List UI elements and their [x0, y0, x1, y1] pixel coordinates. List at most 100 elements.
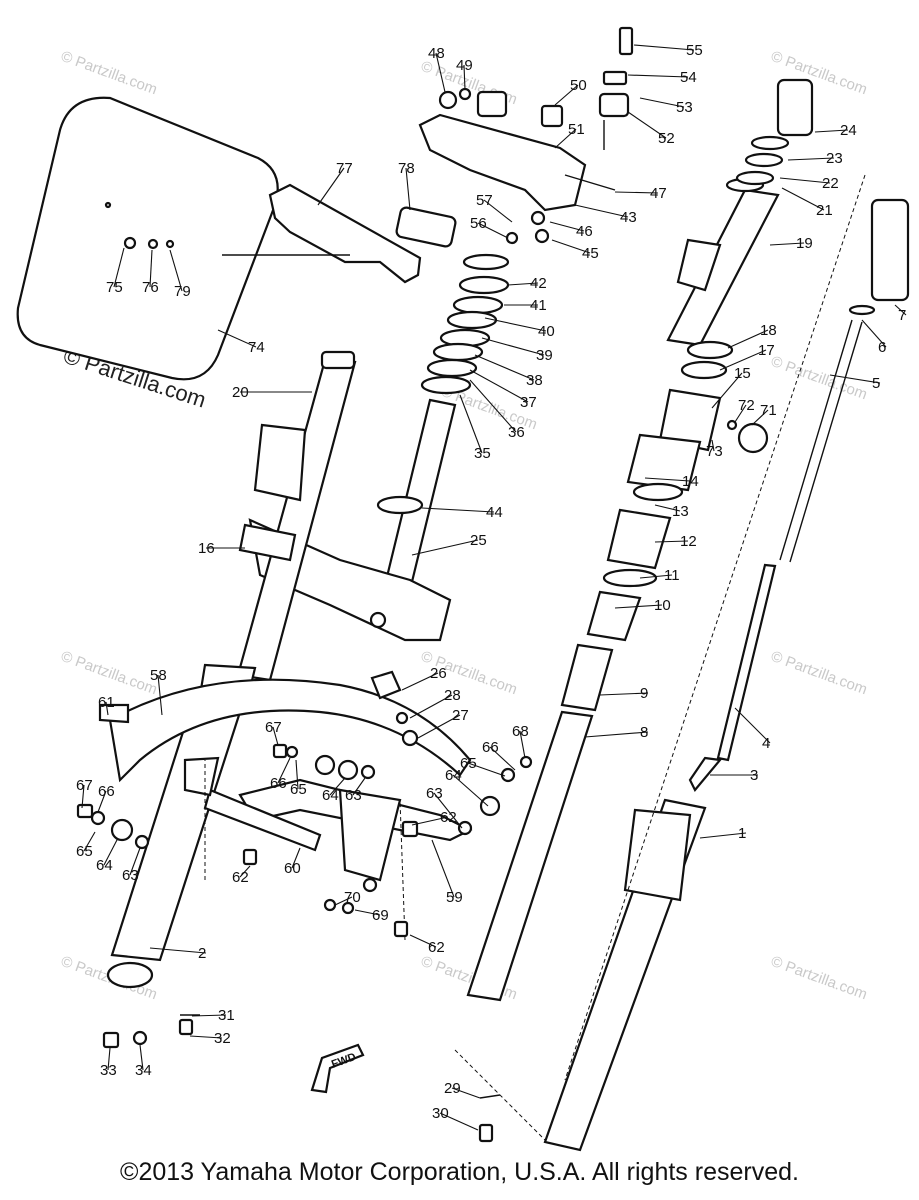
watermark: © Partzilla.com: [769, 953, 870, 1004]
callout-label-65b: 65: [290, 781, 307, 798]
callout-leader-1: [699, 832, 747, 839]
callout-label-27: 27: [452, 707, 469, 724]
callout-label-44: 44: [486, 504, 503, 521]
callout-label-9: 9: [640, 685, 648, 702]
callout-leader-67b: [272, 726, 279, 746]
callout-leader-10: [614, 604, 663, 609]
left-fork: [106, 350, 357, 989]
callout-label-54: 54: [680, 69, 697, 86]
callout-label-66c: 66: [482, 739, 499, 756]
callout-label-14: 14: [682, 473, 699, 490]
callout-label-11: 11: [664, 567, 680, 584]
callout-label-77: 77: [336, 160, 353, 177]
callout-leader-29: [451, 1087, 481, 1099]
fender-hardware-right: [401, 755, 533, 838]
callout-label-39: 39: [536, 347, 553, 364]
callout-leader-63a: [129, 847, 141, 876]
callout-label-69: 69: [372, 907, 389, 924]
callout-label-4: 4: [762, 735, 770, 752]
callout-leader-53: [639, 97, 685, 108]
callout-leader-18: [727, 329, 769, 349]
callout-label-7: 7: [898, 307, 906, 324]
number-plate-74: [16, 96, 279, 381]
callout-label-63c: 63: [426, 785, 443, 802]
callout-label-36: 36: [508, 424, 525, 441]
callout-leader-32: [189, 1035, 223, 1039]
callout-label-15: 15: [734, 365, 751, 382]
callout-label-65c: 65: [460, 755, 477, 772]
callout-label-18: 18: [760, 322, 777, 339]
callout-leader-38: [474, 354, 535, 381]
callout-labels: 1234567891011121314151617181920212223242…: [76, 42, 907, 1131]
callout-leader-22: [779, 177, 831, 184]
callout-leader-21: [781, 187, 825, 211]
callout-leader-13: [654, 504, 681, 512]
callout-leader-54: [627, 74, 689, 78]
callout-label-1: 1: [738, 825, 746, 842]
callout-label-43: 43: [620, 209, 637, 226]
callout-leader-67a: [81, 784, 85, 809]
callout-leader-6: [861, 319, 887, 348]
callout-label-12: 12: [680, 533, 697, 550]
front-fender: [98, 678, 473, 941]
callout-label-50: 50: [570, 77, 587, 94]
callout-leader-47: [614, 191, 659, 194]
callout-leader-64c: [452, 774, 489, 807]
callout-label-75: 75: [106, 279, 123, 296]
callout-label-74: 74: [248, 339, 265, 356]
fender-hardware-left: [76, 743, 409, 938]
callout-label-55: 55: [686, 42, 703, 59]
callout-label-48: 48: [428, 45, 445, 62]
steering-bearings: [420, 253, 510, 395]
callout-leader-7: [894, 304, 907, 316]
callout-label-64a: 64: [96, 857, 113, 874]
callout-leader-78: [405, 167, 411, 211]
callout-label-16: 16: [198, 540, 215, 557]
callout-leader-57: [483, 199, 513, 223]
bracket-26: [370, 670, 419, 747]
upper-bracket: [418, 26, 634, 245]
callout-label-78: 78: [398, 160, 415, 177]
callout-label-30: 30: [432, 1105, 449, 1122]
callout-leader-65b: [295, 759, 299, 790]
callout-label-40: 40: [538, 323, 555, 340]
callout-leader-12: [654, 540, 689, 543]
callout-label-72: 72: [738, 397, 755, 414]
callout-label-62c: 62: [428, 939, 445, 956]
callout-leader-48: [435, 52, 446, 93]
callout-leader-51: [554, 128, 577, 149]
callout-leader-23: [787, 157, 835, 161]
callout-label-38: 38: [526, 372, 543, 389]
callout-label-45: 45: [582, 245, 599, 262]
callout-label-65a: 65: [76, 843, 93, 860]
callout-label-37: 37: [520, 394, 537, 411]
callout-leader-42: [507, 282, 539, 286]
callout-label-73: 73: [706, 443, 723, 460]
callout-leader-56: [477, 222, 509, 239]
callout-leader-27: [417, 714, 461, 739]
callout-label-42: 42: [530, 275, 547, 292]
callout-label-26: 26: [430, 665, 447, 682]
callout-label-76: 76: [142, 279, 159, 296]
callout-leader-17: [719, 349, 767, 371]
callout-label-63b: 63: [345, 787, 362, 804]
callout-leader-55: [633, 44, 695, 51]
callout-leader-43: [574, 204, 629, 218]
callout-leader-61: [105, 701, 109, 716]
callout-leader-64b: [329, 777, 346, 796]
callout-leader-28: [409, 694, 453, 719]
callout-leader-73: [711, 439, 715, 452]
callout-label-67a: 67: [76, 777, 93, 794]
callout-label-51: 51: [568, 121, 585, 138]
callout-leader-75: [113, 247, 125, 288]
callout-label-13: 13: [672, 503, 689, 520]
callout-label-17: 17: [758, 342, 775, 359]
callout-label-53: 53: [676, 99, 693, 116]
right-fork-exploded: [454, 78, 910, 1152]
callout-label-34: 34: [135, 1062, 152, 1079]
callout-label-32: 32: [214, 1030, 231, 1047]
callout-label-29: 29: [444, 1080, 461, 1097]
callout-label-71: 71: [760, 402, 777, 419]
callout-label-22: 22: [822, 175, 839, 192]
callout-leader-2: [149, 947, 207, 954]
